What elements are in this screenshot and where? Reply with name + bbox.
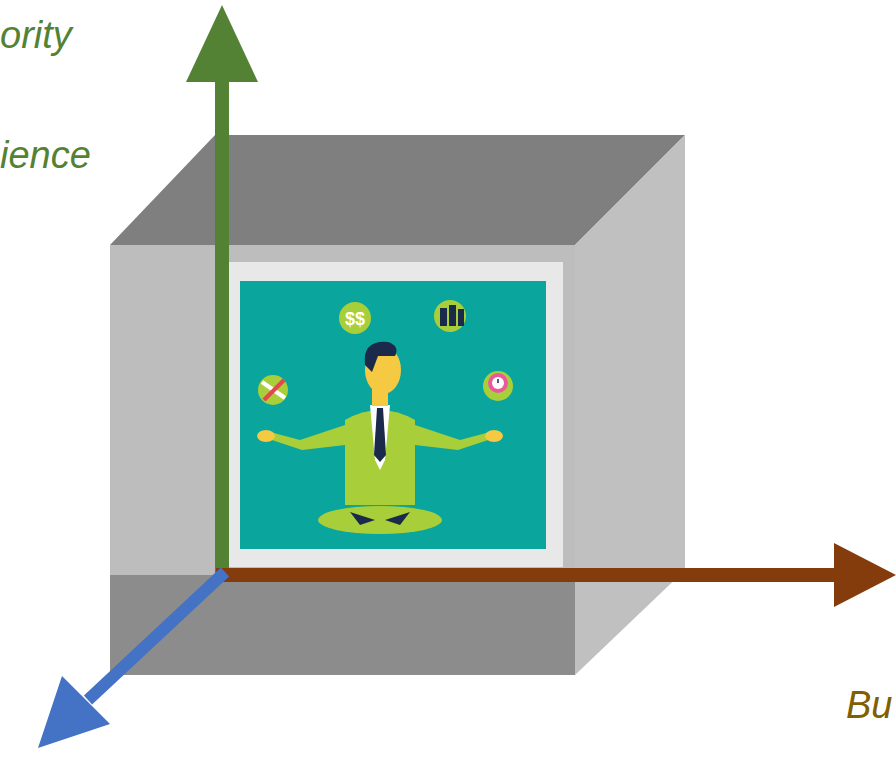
cube-side — [575, 135, 685, 675]
vertical-axis — [215, 78, 229, 575]
arrow-head — [834, 543, 896, 607]
arrow-head — [38, 676, 110, 748]
picture-frame — [228, 262, 563, 567]
horizontal-axis — [216, 568, 838, 582]
svg-text:$$: $$ — [345, 309, 365, 329]
people-icon — [434, 300, 466, 332]
tools-icon — [258, 375, 288, 405]
arrow-head — [186, 5, 258, 82]
money-icon: $$ — [339, 302, 371, 334]
depth-axis — [88, 572, 225, 700]
axis-label: ience — [0, 136, 91, 174]
picture-background — [240, 281, 546, 549]
juggler-figure — [257, 342, 503, 534]
cube-bottom — [110, 575, 575, 675]
clock-icon — [483, 371, 513, 401]
axis-label: Bu — [846, 686, 892, 724]
axis-label: ority — [0, 16, 72, 54]
